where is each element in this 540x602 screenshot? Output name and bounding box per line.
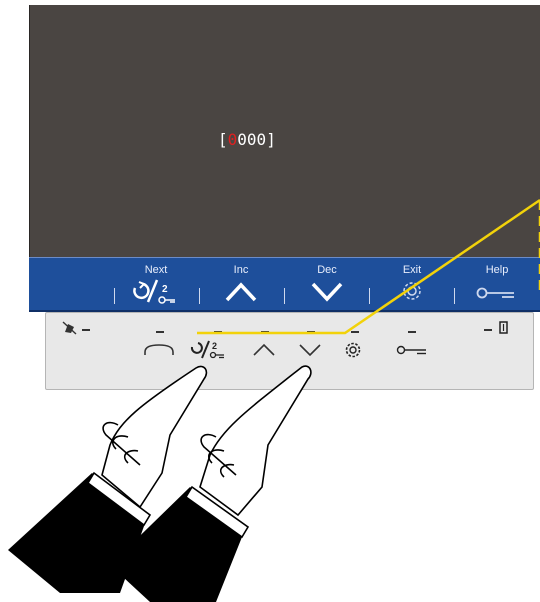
pointing-hand-icon — [0, 355, 330, 602]
